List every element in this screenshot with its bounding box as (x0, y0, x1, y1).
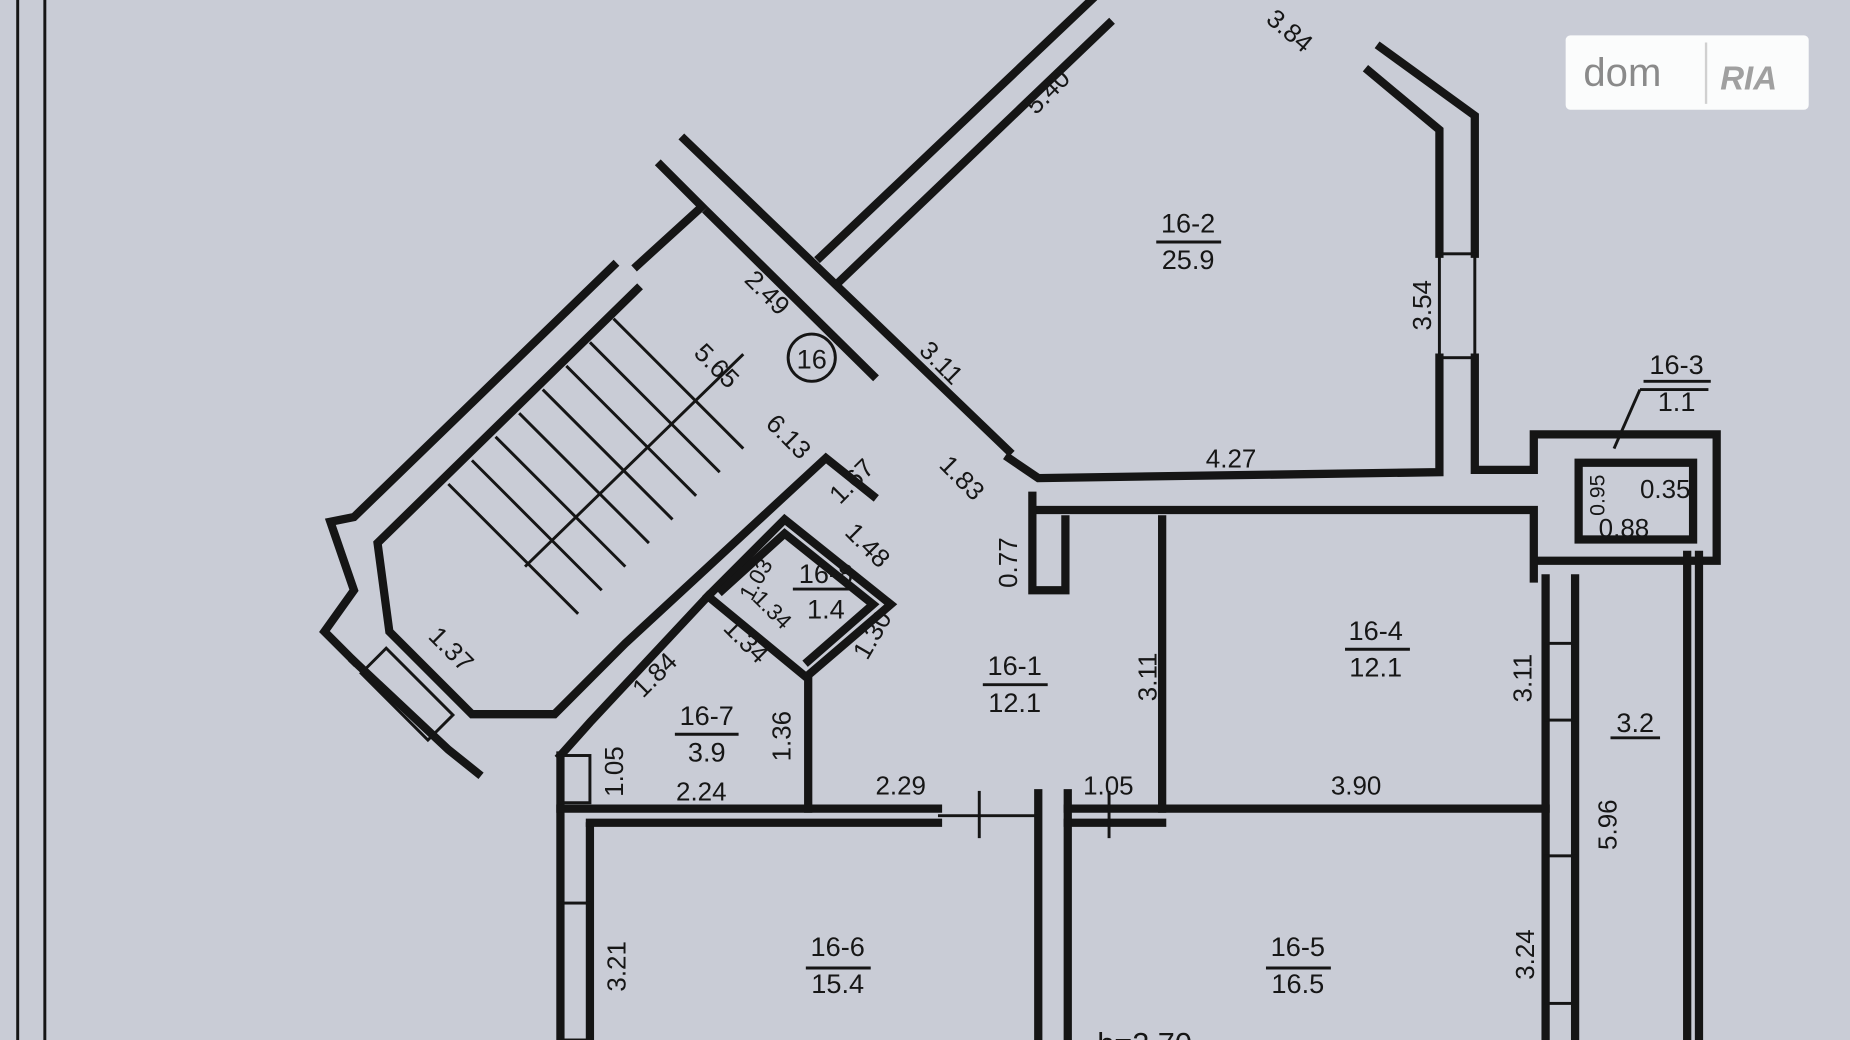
area-fraction-lines (674, 240, 1711, 970)
room-16-1: 16-1 12.1 (988, 650, 1042, 718)
room-16-6: 16-6 15.4 (811, 931, 865, 999)
balcony-area: 3.2 (1616, 707, 1654, 738)
dimension-label: 1.05 (1083, 770, 1134, 800)
dimension-label: 4.27 (1206, 443, 1257, 473)
dimension-label: 0.88 (1599, 513, 1650, 543)
dimension-label: 3.54 (1407, 280, 1437, 331)
room-area: 25.9 (1162, 244, 1215, 275)
dimension-label: 5.96 (1592, 799, 1622, 850)
room-area: 1.4 (807, 594, 845, 625)
room-16-4: 16-4 12.1 (1349, 615, 1403, 683)
block-number: 16 (797, 343, 827, 374)
dimension-label: 0.35 (1640, 474, 1691, 504)
dimension-label: 2.24 (676, 776, 727, 806)
room-id: 16-8 (799, 558, 853, 589)
room-id: 16-1 (988, 650, 1042, 681)
ceiling-height: h=2.70 (1097, 1026, 1192, 1040)
dimension-label: 0.77 (993, 537, 1023, 588)
room-area: 3.9 (688, 736, 726, 767)
room-16-5: 16-5 16.5 (1271, 931, 1325, 999)
room-16-8: 16-8 1.4 (799, 558, 853, 624)
dimension-label: 3.11 (1507, 654, 1537, 703)
dimension-label: 2.29 (875, 770, 926, 800)
room-id: 16-3 (1649, 349, 1703, 380)
room-area: 12.1 (988, 687, 1041, 718)
room-id: 16-5 (1271, 931, 1325, 962)
dimension-label: 0.95 (1586, 475, 1610, 516)
dimension-label: 3.21 (601, 941, 631, 992)
room-id: 16-6 (811, 931, 865, 962)
room-area: 15.4 (811, 968, 864, 999)
room-id: 16-4 (1349, 615, 1403, 646)
room-area: 12.1 (1349, 651, 1402, 682)
dimension-label: 3.24 (1510, 929, 1540, 980)
room-16-7: 16-7 3.9 (680, 700, 734, 768)
watermark-dom: dom (1583, 50, 1661, 95)
room-16-2: 16-2 25.9 (1161, 208, 1215, 276)
room-id: 16-2 (1161, 208, 1215, 239)
room-16-3: 16-3 1.1 (1649, 349, 1703, 417)
room-area: 1.1 (1658, 386, 1696, 417)
room-area: 16.5 (1271, 968, 1324, 999)
watermark-ria: RIA (1720, 61, 1777, 98)
dimension-label: 1.05 (599, 746, 629, 797)
room-id: 16-7 (680, 700, 734, 731)
dimension-label: 3.90 (1331, 770, 1382, 800)
dimension-label: 1.36 (767, 711, 797, 762)
dimension-label: 3.11 (1132, 653, 1162, 702)
dom-ria-watermark: dom RIA (1565, 35, 1809, 110)
walls (16, 0, 1721, 1040)
